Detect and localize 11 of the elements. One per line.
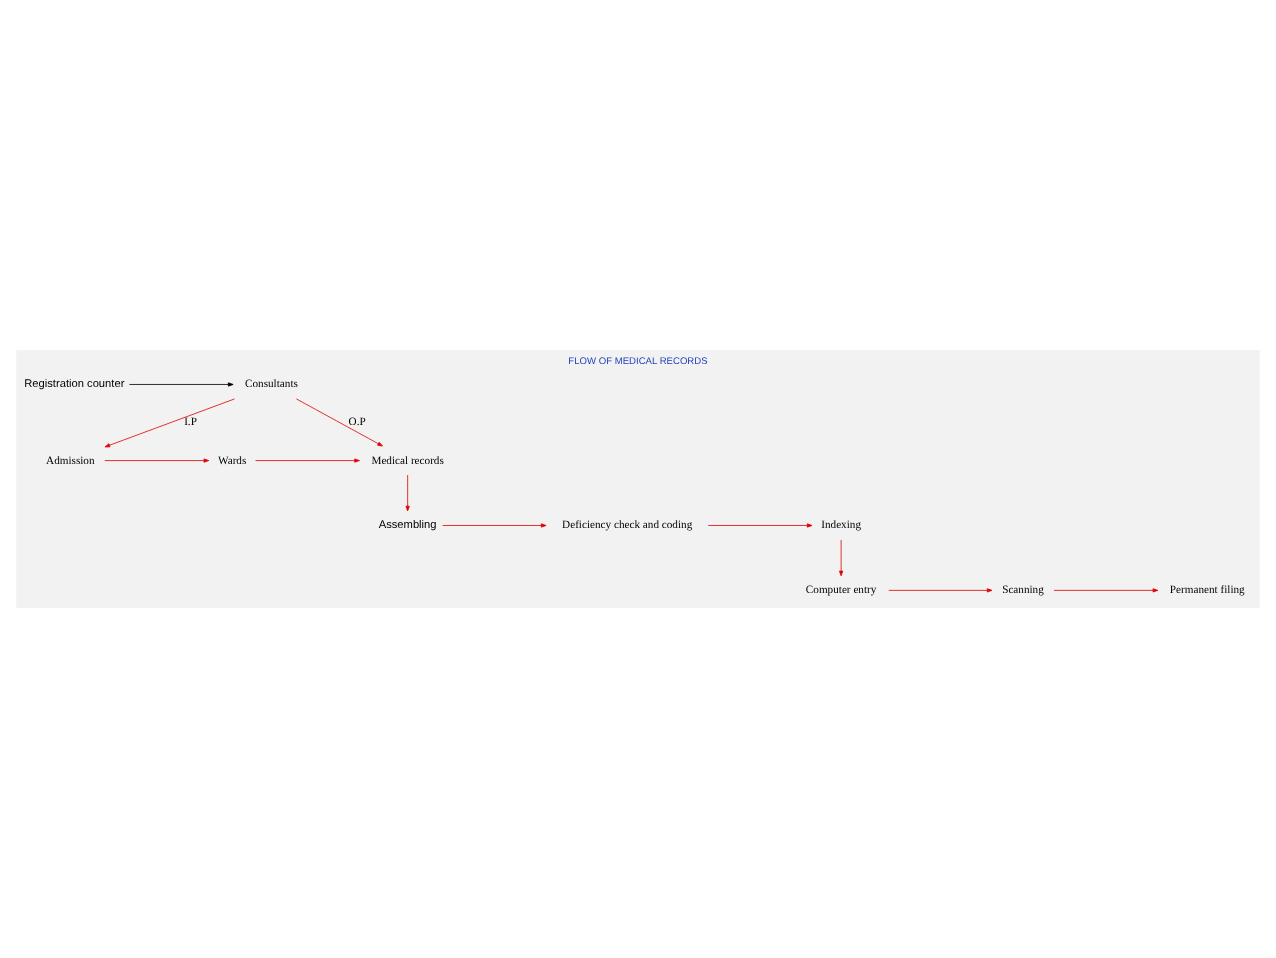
arrow [405,474,410,512]
arrow [707,523,813,528]
arrow [888,588,993,593]
arrow [104,398,235,448]
arrow [255,458,360,463]
arrow [442,523,547,528]
arrow [129,382,234,387]
arrow [839,539,844,577]
arrow [296,398,383,447]
arrow [1053,588,1159,593]
arrow [104,458,210,463]
